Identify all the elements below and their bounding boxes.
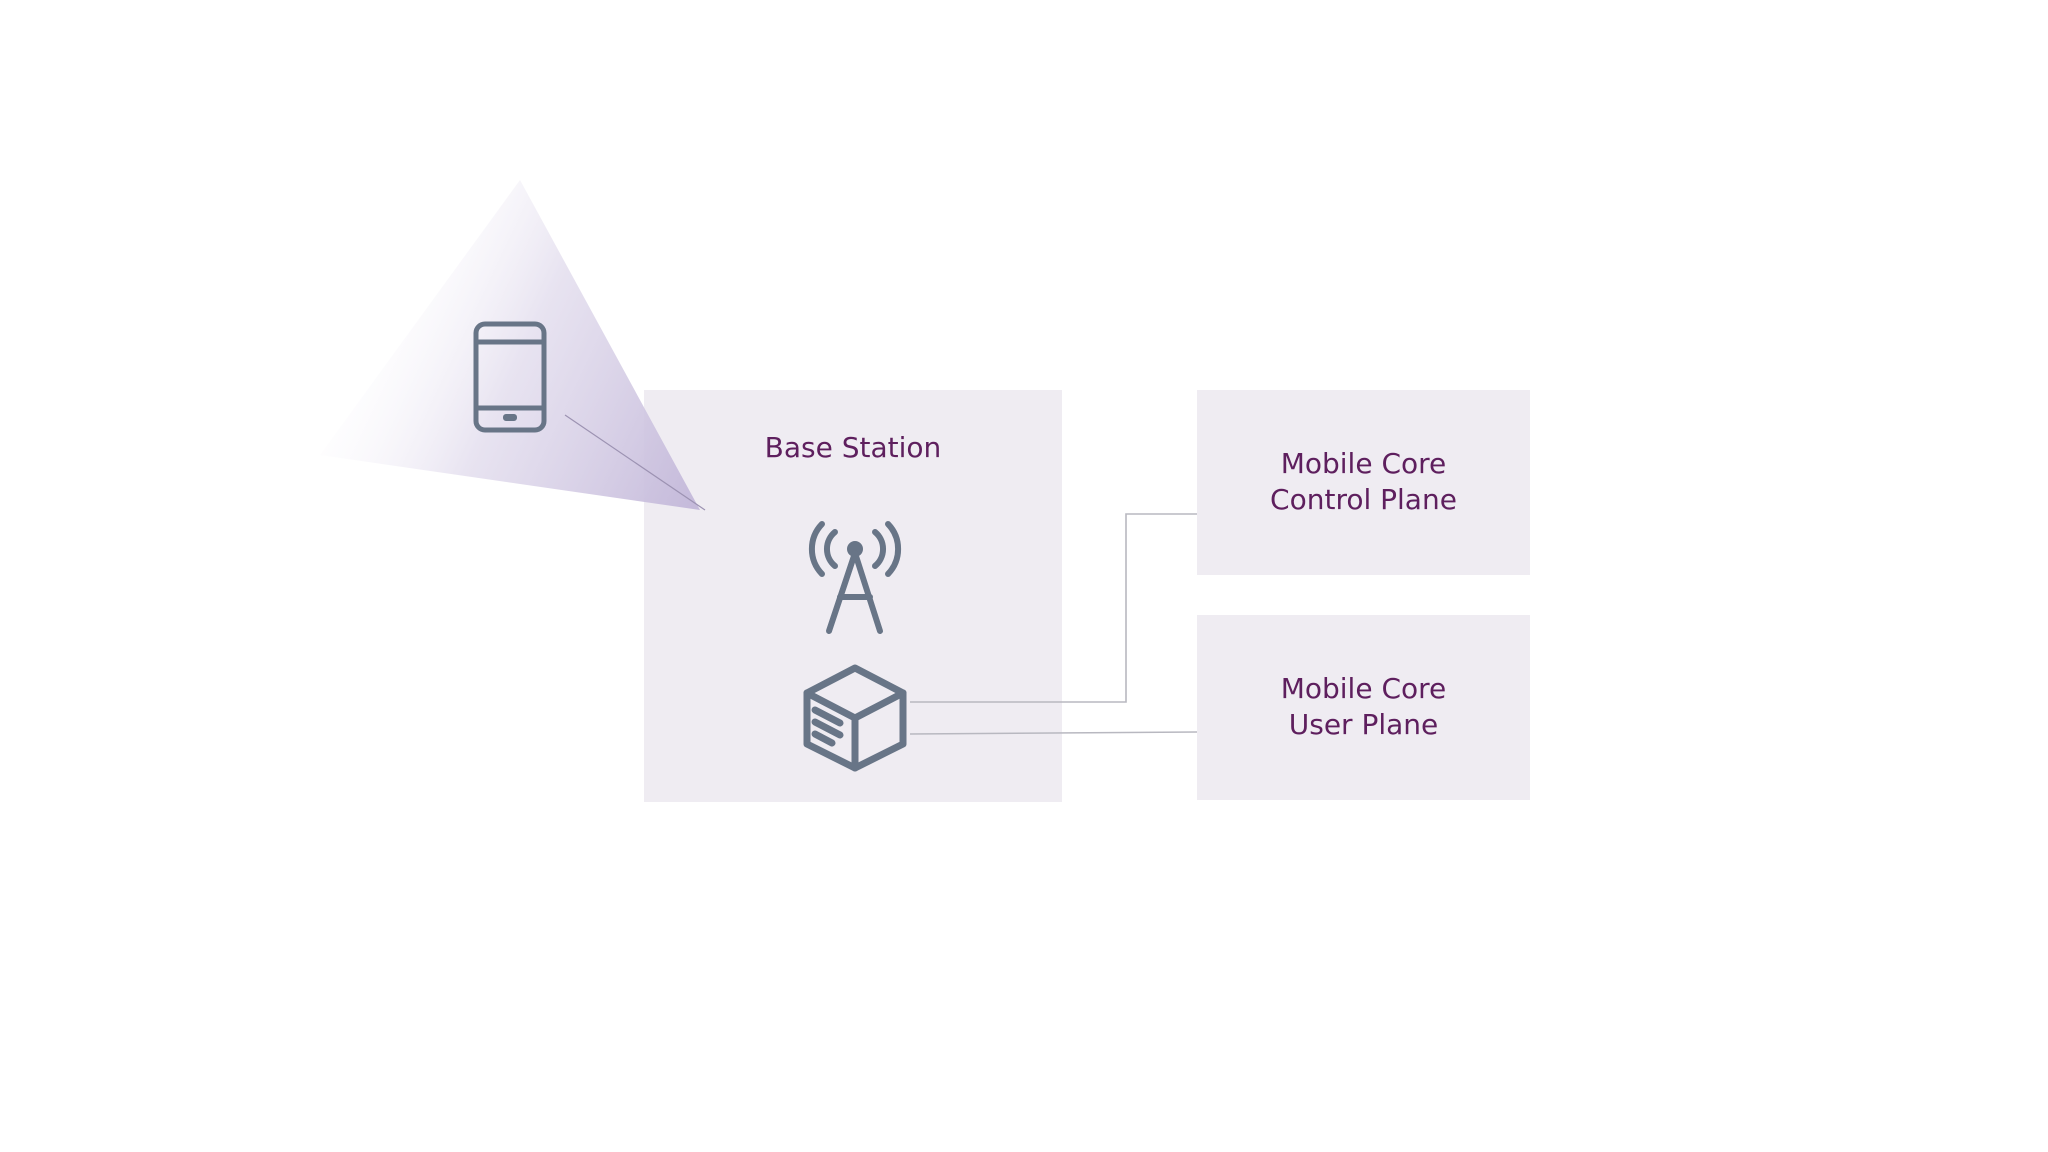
base-to-control-plane-connector xyxy=(910,513,1197,703)
mobile-core-user-plane-box: Mobile Core User Plane xyxy=(1197,615,1530,800)
radio-unit-box-icon xyxy=(803,664,907,772)
user-plane-label-line1: Mobile Core xyxy=(1280,672,1447,705)
mobile-core-control-plane-label: Mobile Core Control Plane xyxy=(1197,446,1530,518)
smartphone-icon xyxy=(473,321,547,433)
control-plane-label-line1: Mobile Core xyxy=(1280,447,1447,480)
control-plane-label-line2: Control Plane xyxy=(1270,483,1457,516)
mobile-core-user-plane-label: Mobile Core User Plane xyxy=(1197,671,1530,743)
user-plane-label-line2: User Plane xyxy=(1288,708,1439,741)
base-station-label: Base Station xyxy=(764,431,942,464)
radio-beam xyxy=(320,180,700,510)
cell-tower-icon xyxy=(808,521,902,634)
mobile-core-control-plane-box: Mobile Core Control Plane xyxy=(1197,390,1530,575)
base-to-user-plane-connector xyxy=(909,731,1198,735)
phone-to-base-station-link xyxy=(564,414,706,511)
